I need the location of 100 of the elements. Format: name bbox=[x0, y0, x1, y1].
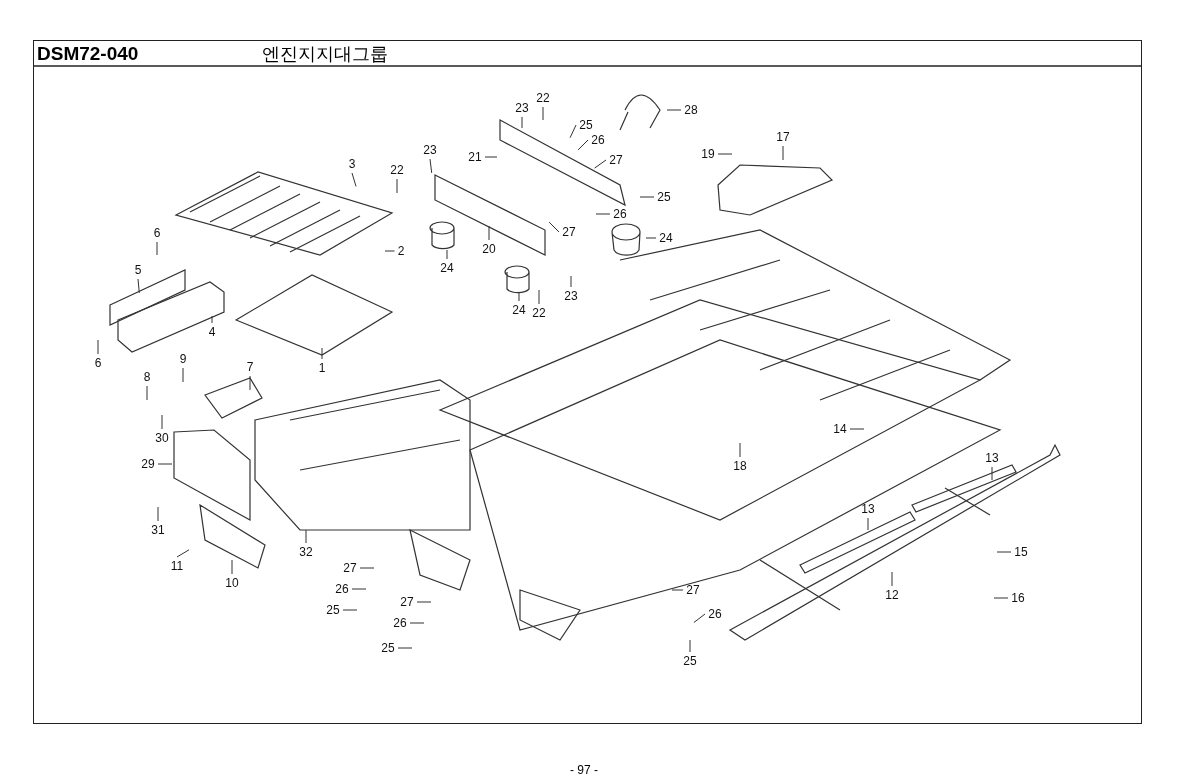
leader-line bbox=[594, 159, 607, 169]
leader-line bbox=[182, 367, 184, 383]
leader-line bbox=[645, 237, 657, 239]
callout-number: 2 bbox=[397, 244, 405, 258]
callout-number: 26 bbox=[335, 582, 349, 596]
leader-line bbox=[249, 375, 251, 391]
callout-number: 7 bbox=[246, 360, 254, 374]
leader-line bbox=[671, 589, 684, 591]
callout-number: 24 bbox=[512, 303, 526, 317]
callout-number: 9 bbox=[179, 352, 187, 366]
callout-number: 15 bbox=[1014, 545, 1028, 559]
leader-line bbox=[157, 506, 159, 522]
callout-number: 10 bbox=[225, 576, 239, 590]
callout-number: 27 bbox=[343, 561, 357, 575]
leader-line bbox=[639, 196, 655, 198]
callout-number: 23 bbox=[423, 143, 437, 157]
leader-line bbox=[397, 647, 413, 649]
callout-number: 18 bbox=[733, 459, 747, 473]
callout-number: 17 bbox=[776, 130, 790, 144]
leader-line bbox=[305, 529, 307, 544]
callout-number: 24 bbox=[659, 231, 673, 245]
leader-line bbox=[518, 291, 520, 302]
leader-line bbox=[211, 315, 213, 324]
callout-number: 25 bbox=[683, 654, 697, 668]
leader-line bbox=[161, 414, 163, 430]
leader-line bbox=[548, 221, 560, 233]
leader-line bbox=[521, 116, 523, 129]
callout-number: 25 bbox=[326, 603, 340, 617]
callout-number: 27 bbox=[686, 583, 700, 597]
leader-line bbox=[993, 597, 1009, 599]
callout-number: 26 bbox=[708, 607, 722, 621]
leader-line bbox=[321, 347, 323, 360]
callout-number: 26 bbox=[591, 133, 605, 147]
callout-number: 6 bbox=[153, 226, 161, 240]
leader-line bbox=[342, 609, 358, 611]
leader-line bbox=[157, 463, 173, 465]
callout-number: 28 bbox=[684, 103, 698, 117]
leader-line bbox=[396, 178, 398, 194]
callout-number: 23 bbox=[564, 289, 578, 303]
leader-line bbox=[849, 428, 865, 430]
callout-number: 20 bbox=[482, 242, 496, 256]
leader-line bbox=[577, 139, 589, 151]
leader-line bbox=[351, 172, 357, 187]
leader-line bbox=[867, 517, 869, 531]
callout-number: 1 bbox=[318, 361, 326, 375]
callout-number: 13 bbox=[985, 451, 999, 465]
leader-line bbox=[156, 241, 158, 256]
leader-line bbox=[484, 156, 498, 158]
callout-number: 22 bbox=[536, 91, 550, 105]
callout-number: 21 bbox=[468, 150, 482, 164]
callout-number: 22 bbox=[532, 306, 546, 320]
leader-line bbox=[891, 571, 893, 587]
callout-number: 23 bbox=[515, 101, 529, 115]
leader-line bbox=[409, 622, 425, 624]
leader-line bbox=[739, 442, 741, 458]
leader-line bbox=[991, 466, 993, 481]
callout-number: 26 bbox=[613, 207, 627, 221]
callout-number: 30 bbox=[155, 431, 169, 445]
leader-line bbox=[488, 225, 490, 241]
leader-line bbox=[176, 549, 190, 558]
callout-number: 27 bbox=[562, 225, 576, 239]
part-group-code: DSM72-040 bbox=[37, 43, 139, 65]
callout-number: 14 bbox=[833, 422, 847, 436]
leader-line bbox=[146, 385, 148, 401]
leader-line bbox=[416, 601, 432, 603]
leader-line bbox=[569, 124, 577, 139]
callout-number: 11 bbox=[170, 559, 184, 573]
callout-number: 27 bbox=[609, 153, 623, 167]
leader-line bbox=[996, 551, 1012, 553]
page-number: - 97 - bbox=[570, 763, 598, 777]
leader-line bbox=[689, 639, 691, 653]
callout-number: 5 bbox=[134, 263, 142, 277]
callout-number: 31 bbox=[151, 523, 165, 537]
callout-number: 6 bbox=[94, 356, 102, 370]
leader-line bbox=[137, 278, 140, 294]
callout-number: 25 bbox=[657, 190, 671, 204]
callout-number: 25 bbox=[381, 641, 395, 655]
leader-line bbox=[570, 275, 572, 288]
leader-line bbox=[384, 250, 395, 252]
callout-number: 22 bbox=[390, 163, 404, 177]
callout-number: 12 bbox=[885, 588, 899, 602]
leader-line bbox=[542, 106, 544, 121]
callout-number: 25 bbox=[579, 118, 593, 132]
callout-number: 8 bbox=[143, 370, 151, 384]
callout-number: 29 bbox=[141, 457, 155, 471]
callout-number: 19 bbox=[701, 147, 715, 161]
leader-line bbox=[351, 588, 367, 590]
leader-line bbox=[693, 613, 706, 623]
diagram-title: 엔진지지대그룹 bbox=[262, 43, 388, 66]
leader-line bbox=[359, 567, 375, 569]
leader-line bbox=[429, 158, 433, 174]
callout-number: 27 bbox=[400, 595, 414, 609]
leader-line bbox=[97, 339, 99, 355]
callout-number: 32 bbox=[299, 545, 313, 559]
leader-line bbox=[666, 109, 682, 111]
callout-number: 4 bbox=[208, 325, 216, 339]
leader-line bbox=[231, 559, 233, 575]
callout-number: 16 bbox=[1011, 591, 1025, 605]
callout-number: 24 bbox=[440, 261, 454, 275]
callout-number: 3 bbox=[348, 157, 356, 171]
